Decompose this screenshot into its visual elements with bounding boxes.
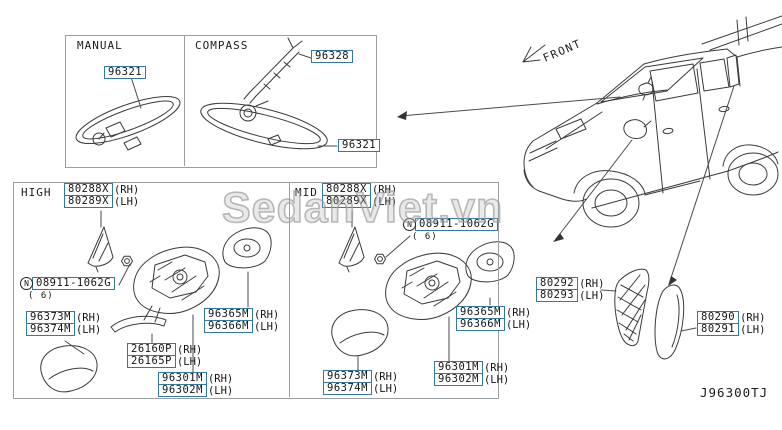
label-high-lamp: 26160P(RH) 26165P(LH) bbox=[127, 343, 202, 368]
part-26165p-lh[interactable]: 26165P bbox=[127, 355, 176, 368]
high-lamp-drawing bbox=[110, 315, 167, 333]
part-96374m-lh-high[interactable]: 96374M bbox=[26, 323, 75, 336]
side-lh: (LH) bbox=[113, 195, 140, 208]
mid-glass-drawing bbox=[465, 241, 515, 283]
label-mid-nut: N 08911-1062G bbox=[403, 218, 499, 231]
label-mid-glass: 96365M(RH) 96366M(LH) bbox=[456, 306, 531, 331]
front-arrow: FRONT bbox=[522, 37, 584, 65]
part-96328[interactable]: 96328 bbox=[311, 50, 354, 63]
label-mid-cap: 96373M(RH) 96374M(LH) bbox=[323, 370, 398, 395]
label-high-glass: 96365M(RH) 96366M(LH) bbox=[204, 308, 279, 333]
interior-mirror-panel bbox=[65, 35, 377, 168]
part-96302m-lh-mid[interactable]: 96302M bbox=[434, 373, 483, 386]
high-mirror-body-drawing bbox=[133, 246, 220, 323]
high-nut-qty: ( 6) bbox=[28, 291, 54, 301]
high-nut-drawing bbox=[121, 255, 133, 267]
part-96321-compass[interactable]: 96321 bbox=[338, 139, 381, 152]
part-80289x-lh-mid[interactable]: 80289X bbox=[322, 195, 371, 208]
door-panel-divider bbox=[289, 182, 290, 397]
label-high-corner-cover: 80288X(RH) 80289X(LH) bbox=[64, 183, 139, 208]
high-title: HIGH bbox=[21, 186, 52, 199]
part-nut-mid[interactable]: 08911-1062G bbox=[415, 218, 499, 231]
part-96321-manual[interactable]: 96321 bbox=[104, 66, 147, 79]
part-96366m-lh-mid[interactable]: 96366M bbox=[456, 318, 505, 331]
part-96374m-lh-mid[interactable]: 96374M bbox=[323, 382, 372, 395]
high-glass-drawing bbox=[222, 227, 272, 269]
high-sail-cover-drawing bbox=[87, 226, 114, 273]
label-rear-corner-finisher: 80290(RH) 80291(LH) bbox=[697, 311, 765, 336]
mid-cap-drawing bbox=[331, 309, 389, 357]
leader-lines bbox=[64, 53, 735, 373]
label-compass-bracket: 96328 bbox=[311, 50, 354, 63]
mid-nut-drawing bbox=[374, 253, 386, 265]
high-cap-drawing bbox=[40, 345, 98, 393]
compass-title: COMPASS bbox=[195, 39, 249, 52]
label-high-nut: N 08911-1062G bbox=[20, 277, 116, 290]
mid-title: MID bbox=[295, 186, 318, 199]
label-manual-mirror: 96321 bbox=[104, 66, 147, 79]
part-96302m-lh-high[interactable]: 96302M bbox=[158, 384, 207, 397]
part-nut-high[interactable]: 08911-1062G bbox=[32, 277, 116, 290]
label-high-cap: 96373M(RH) 96374M(LH) bbox=[26, 311, 101, 336]
label-high-body: 96301M(RH) 96302M(LH) bbox=[158, 372, 233, 397]
corner-finisher-rear-drawing bbox=[654, 284, 685, 360]
side-rh: (RH) bbox=[113, 183, 140, 196]
door-mirror-panel bbox=[13, 182, 499, 399]
label-front-corner-finisher: 80292(RH) 80293(LH) bbox=[536, 277, 604, 302]
manual-mirror-drawing bbox=[75, 95, 181, 151]
diagram-code: J96300TJ bbox=[700, 385, 769, 400]
label-compass-mirror: 96321 bbox=[338, 139, 381, 152]
compass-bracket-drawing bbox=[243, 37, 303, 104]
label-mid-corner-cover: 80288X(RH) 80289X(LH) bbox=[322, 183, 397, 208]
part-80291-lh[interactable]: 80291 bbox=[697, 323, 740, 336]
manual-title: MANUAL bbox=[77, 39, 123, 52]
truck-drawing bbox=[523, 15, 782, 228]
compass-mirror-drawing bbox=[200, 100, 328, 150]
corner-finisher-front-drawing bbox=[614, 268, 650, 347]
part-96366m-lh-high[interactable]: 96366M bbox=[204, 320, 253, 333]
mid-sail-cover-drawing bbox=[338, 226, 365, 273]
part-80293-lh[interactable]: 80293 bbox=[536, 289, 579, 302]
nut-symbol-icon: N bbox=[20, 277, 33, 290]
interior-panel-divider bbox=[184, 35, 185, 166]
front-label: FRONT bbox=[541, 37, 583, 65]
nut-symbol-icon: N bbox=[403, 218, 416, 231]
part-80289x-lh[interactable]: 80289X bbox=[64, 195, 113, 208]
mid-nut-qty: ( 6) bbox=[412, 232, 438, 242]
label-mid-body: 96301M(RH) 96302M(LH) bbox=[434, 361, 509, 386]
mid-mirror-body-drawing bbox=[385, 252, 472, 320]
